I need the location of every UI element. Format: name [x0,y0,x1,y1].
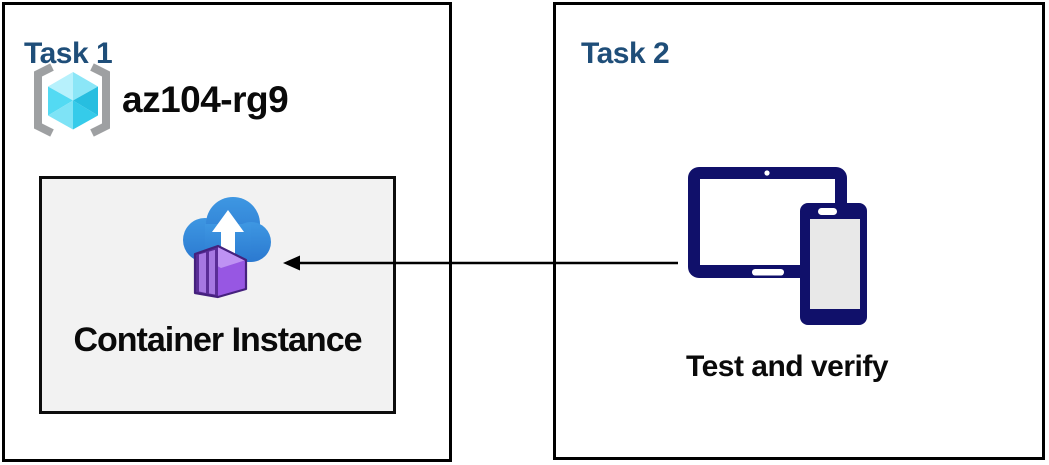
container-instance-label: Container Instance [73,321,362,359]
phone-speaker-slot [818,208,837,215]
upload-arrow-icon [212,210,244,258]
task2-title: Task 2 [581,36,670,70]
phone-shape [800,203,867,325]
resource-group-name: az104-rg9 [122,79,289,120]
bracket-left [34,63,54,137]
resource-group-icon [34,63,110,137]
container-instance-icon [183,197,271,299]
task1-title: Task 1 [24,36,113,70]
container-box-icon [193,244,248,299]
resource-cube [48,72,98,130]
tablet-home-bar [752,269,784,276]
resource-group-row: az104-rg9 [34,58,289,142]
tablet-camera-dot [764,170,770,176]
bracket-right [90,63,110,137]
tablet-phone-devices-icon [688,167,867,325]
test-and-verify-label: Test and verify [685,350,889,383]
